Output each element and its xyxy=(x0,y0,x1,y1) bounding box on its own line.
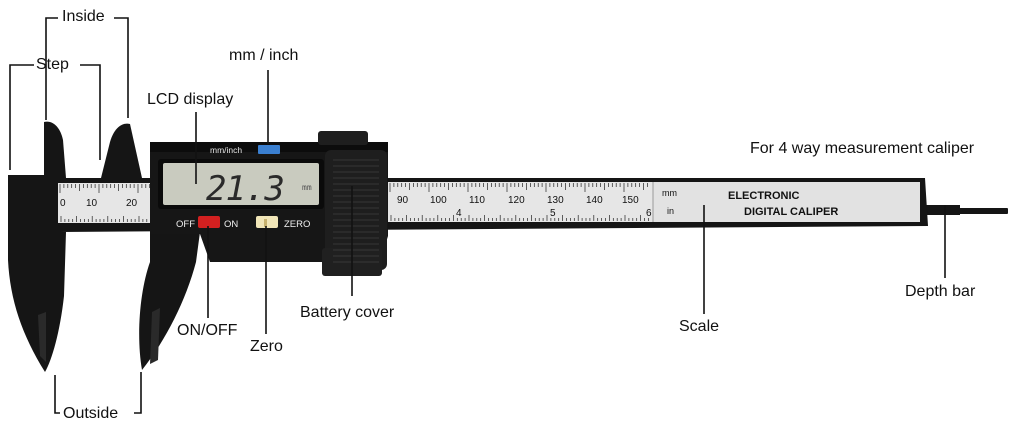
scale-number: 20 xyxy=(126,198,138,209)
label-outside: Outside xyxy=(63,405,119,422)
off-label: OFF xyxy=(176,219,195,230)
scale-number: 90 xyxy=(397,195,409,206)
label-battery-cover: Battery cover xyxy=(300,304,395,321)
label-lcd-display: LCD display xyxy=(147,91,234,108)
lcd-readout: 21.3 mm xyxy=(206,169,312,209)
caption: For 4 way measurement caliper xyxy=(750,140,975,157)
scale-number: 110 xyxy=(469,195,485,206)
thumb-roller xyxy=(318,131,368,145)
lcd-digits: 21.3 xyxy=(206,169,284,209)
scale-ticks-left xyxy=(59,184,152,222)
label-mm-inch: mm / inch xyxy=(229,47,299,64)
mode-button-label: mm/inch xyxy=(210,145,242,155)
control-row: OFF ON ZERO xyxy=(176,219,310,230)
inch-number: 6 xyxy=(646,208,652,219)
scale-numbers: 0 10 20 90 100 110 120 130 140 150 4 5 6 xyxy=(60,195,652,219)
lcd-screen xyxy=(163,163,319,205)
fixed-inside-jaw xyxy=(44,121,66,178)
scale-number: 130 xyxy=(547,195,564,206)
label-zero: Zero xyxy=(250,338,283,355)
label-inside: Inside xyxy=(62,8,105,25)
battery-cover xyxy=(325,150,387,270)
label-on-off: ON/OFF xyxy=(177,322,238,339)
scale-number: 120 xyxy=(508,195,525,206)
moving-outside-jaw xyxy=(139,232,200,370)
leader-lines xyxy=(9,17,946,414)
scale-number: 10 xyxy=(86,198,98,209)
scale-ticks-right xyxy=(389,183,649,221)
scale-number: 140 xyxy=(586,195,603,206)
scale-mm-unit: mm xyxy=(662,188,677,198)
brand-line-1: ELECTRONIC xyxy=(728,190,800,202)
label-step: Step xyxy=(36,56,69,73)
scale-number: 0 xyxy=(60,198,66,209)
on-off-button[interactable] xyxy=(198,216,220,228)
scale-number: 100 xyxy=(430,195,447,206)
fixed-outside-jaw xyxy=(8,175,66,372)
label-scale: Scale xyxy=(679,318,720,335)
inch-number: 4 xyxy=(456,208,462,219)
moving-inside-jaw xyxy=(101,123,142,178)
zero-label: ZERO xyxy=(284,219,310,230)
lcd-unit: mm xyxy=(302,183,312,192)
on-label: ON xyxy=(224,219,238,230)
scale-in-unit: in xyxy=(667,206,674,216)
brand-line-2: DIGITAL CALIPER xyxy=(744,206,838,218)
mm-inch-button[interactable] xyxy=(258,145,280,154)
scale-number: 150 xyxy=(622,195,639,206)
label-depth-bar: Depth bar xyxy=(905,283,976,300)
battery-cover-grip xyxy=(333,159,379,263)
scale-label-panel: mm in ELECTRONIC DIGITAL CALIPER xyxy=(662,188,838,218)
inch-number: 5 xyxy=(550,208,556,219)
